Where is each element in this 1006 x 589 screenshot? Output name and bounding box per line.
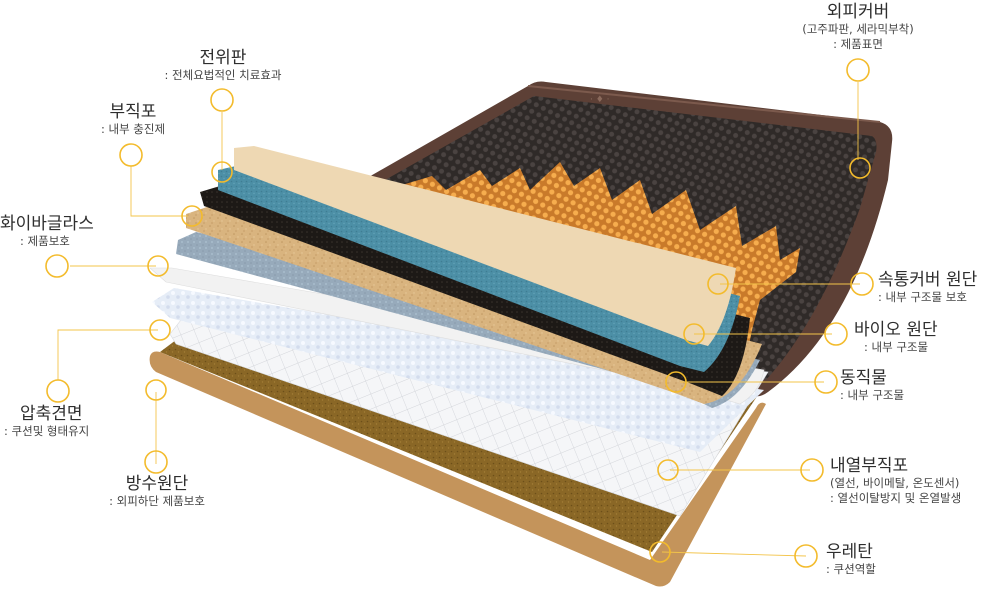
label-fiberglass-sub: : 제품보호	[0, 234, 94, 249]
marker-compressed-cotton	[47, 380, 69, 402]
label-compressed-cotton-sub: : 쿠션및 형태유지	[4, 424, 89, 439]
label-copper-fabric-sub: : 내부 구조물	[840, 388, 904, 403]
label-inner-cover-sub: : 내부 구조물 보호	[878, 290, 977, 305]
label-waterproof-fabric-title: 방수원단	[82, 474, 232, 494]
label-bio-fabric-title: 바이오 원단	[854, 320, 938, 340]
label-urethane-sub: : 쿠션역할	[826, 562, 876, 577]
label-jade-plate-title: 전위판	[138, 48, 308, 68]
label-inner-cover-title: 속통커버 원단	[878, 270, 977, 290]
label-bio-fabric: 바이오 원단 : 내부 구조물	[854, 320, 938, 355]
label-heating-nonwoven-sub1: (열선, 바이메탈, 온도센서)	[830, 476, 961, 491]
label-jade-plate: 전위판 : 전체요법적인 치료효과	[138, 48, 308, 83]
label-outer-cover-title: 외피커버	[760, 2, 956, 22]
label-bio-fabric-sub: : 내부 구조물	[854, 340, 938, 355]
label-fiberglass-title: 화이바글라스	[0, 214, 94, 234]
label-fiberglass: 화이바글라스 : 제품보호	[0, 214, 94, 249]
label-urethane-title: 우레탄	[826, 542, 876, 562]
label-waterproof-fabric-sub: : 외피하단 제품보호	[82, 494, 232, 509]
label-copper-fabric-title: 동직물	[840, 368, 904, 388]
label-nonwoven-title: 부직포	[78, 102, 188, 122]
svg-text:· ♦ ·: · ♦ ·	[590, 95, 610, 105]
label-heating-nonwoven: 내열부직포 (열선, 바이메탈, 온도센서) : 열선이탈방지 및 온열발생	[830, 456, 961, 506]
marker-outer-cover	[847, 59, 869, 81]
label-outer-cover: 외피커버 (고주파판, 세라믹부착) : 제품표면	[760, 2, 956, 52]
marker-fiberglass	[46, 255, 68, 277]
label-outer-cover-sub2: : 제품표면	[760, 37, 956, 52]
marker-jade-plate	[211, 89, 233, 111]
label-inner-cover: 속통커버 원단 : 내부 구조물 보호	[878, 270, 977, 305]
label-nonwoven: 부직포 : 내부 충진제	[78, 102, 188, 137]
marker-nonwoven	[120, 144, 142, 166]
label-jade-plate-sub: : 전체요법적인 치료효과	[138, 68, 308, 83]
label-heating-nonwoven-sub2: : 열선이탈방지 및 온열발생	[830, 491, 961, 506]
label-compressed-cotton: 압축견면 : 쿠션및 형태유지	[4, 404, 89, 439]
label-heating-nonwoven-title: 내열부직포	[830, 456, 961, 476]
label-urethane: 우레탄 : 쿠션역할	[826, 542, 876, 577]
label-compressed-cotton-title: 압축견면	[4, 404, 89, 424]
label-copper-fabric: 동직물 : 내부 구조물	[840, 368, 904, 403]
label-nonwoven-sub: : 내부 충진제	[78, 122, 188, 137]
label-outer-cover-sub1: (고주파판, 세라믹부착)	[760, 22, 956, 37]
label-waterproof-fabric: 방수원단 : 외피하단 제품보호	[82, 474, 232, 509]
